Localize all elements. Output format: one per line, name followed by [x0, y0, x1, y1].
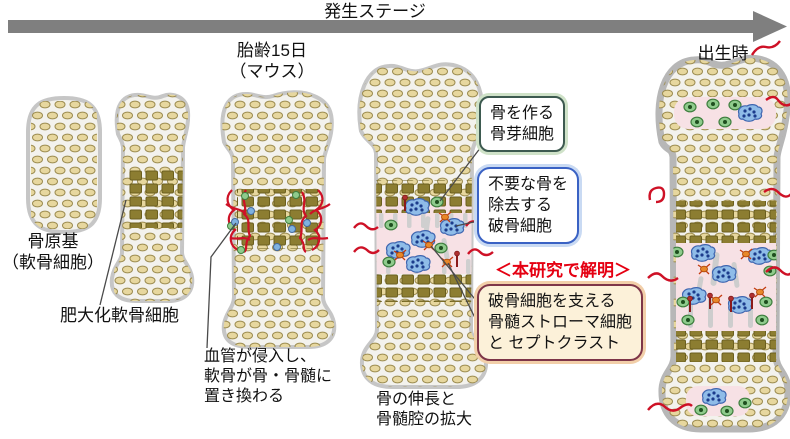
bone-at-birth: [647, 40, 790, 433]
invading-blood-vessels: [225, 189, 331, 253]
bone-hypertrophic: [109, 92, 195, 303]
hypertrophic-cells-top: [676, 201, 776, 243]
hypertrophic-cells: [237, 189, 319, 249]
callout-osteoclast: 不要な骨を 除去する 破骨細胞: [477, 167, 580, 244]
label-hypertrophic: 肥大化軟骨細胞: [60, 306, 179, 325]
birth-blood-vessels: [647, 40, 790, 412]
line-discovery-box-1: [430, 245, 480, 305]
label-invasion-line3: 置き換わる: [204, 388, 285, 405]
hypertrophic-cells: [127, 168, 183, 228]
label-invasion-line1: 血管が侵入し、: [204, 348, 317, 365]
bone-elongation: [353, 62, 494, 389]
callout-osteoclast-line2: 除去する: [488, 197, 553, 214]
diagram-title: 発生ステージ: [324, 2, 426, 21]
label-primordium-line2: （軟骨細胞）: [2, 253, 104, 272]
chondrocyte-cells: [31, 101, 97, 229]
stage-e15-line1: 胎齢15日: [237, 41, 307, 60]
callout-discovery-line2: 骨髄ストローマ細胞: [488, 314, 633, 331]
line-hypertrophic-label: [99, 199, 127, 306]
callout-osteoblast-line1: 骨を作る: [490, 105, 555, 122]
stage-label-birth: 出生時: [697, 44, 749, 63]
callout-osteoclast-line1: 不要な骨を: [488, 176, 569, 193]
label-vascular-invasion: 血管が侵入し、 軟骨が骨・骨髄に 置き換わる: [204, 347, 332, 407]
callout-osteoblast: 骨を作る 骨芽細胞: [479, 96, 566, 152]
label-bone-growth: 骨の伸長と 骨髄腔の拡大: [376, 390, 472, 430]
line-invasion-label: [206, 222, 237, 349]
callout-discovery-line1: 破骨細胞を支える: [488, 293, 616, 310]
label-growth-line2: 骨髄腔の拡大: [376, 411, 473, 428]
label-growth-line1: 骨の伸長と: [376, 391, 457, 408]
label-primordium: 骨原基 （軟骨細胞）: [0, 231, 106, 273]
label-invasion-line2: 軟骨が骨・骨髄に: [204, 368, 333, 385]
callout-discovery-line3: と セプトクラスト: [488, 335, 621, 352]
perivascular-cells: [227, 191, 311, 254]
callout-lines: [99, 146, 482, 349]
development-stage-arrow: [8, 11, 787, 42]
label-primordium-line1: 骨原基: [27, 232, 79, 251]
line-osteoclast-box: [455, 220, 479, 227]
stage-e15-line2: （マウス）: [229, 62, 315, 81]
line-osteoblast-box: [439, 146, 482, 202]
callout-osteoclast-line3: 破骨細胞: [488, 218, 553, 235]
hypertrophic-cells-bottom: [676, 331, 776, 362]
bone-e15: [220, 90, 337, 349]
line-discovery-box-2: [447, 262, 480, 327]
stage-label-e15: 胎齢15日 （マウス）: [217, 40, 327, 82]
bone-primordium: [26, 95, 102, 235]
callout-discovery: 破骨細胞を支える 骨髄ストローマ細胞 と セプトクラスト: [477, 284, 644, 361]
discovery-heading: ＜本研究で解明＞: [495, 261, 631, 280]
callout-osteoblast-line2: 骨芽細胞: [490, 126, 555, 143]
hypertrophic-cells-bottom: [374, 274, 473, 302]
